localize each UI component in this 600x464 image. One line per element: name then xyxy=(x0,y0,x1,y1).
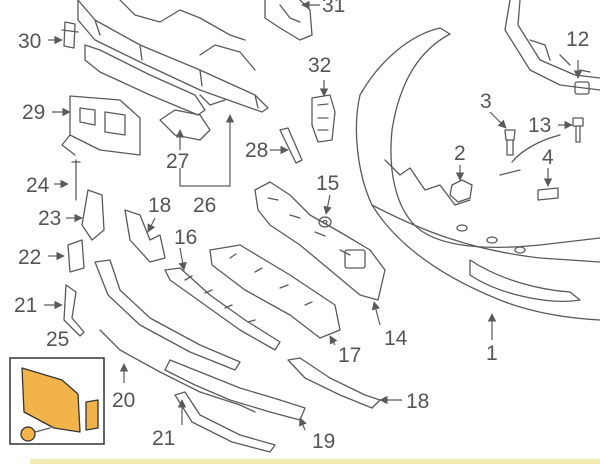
callout-17: 17 xyxy=(338,344,361,367)
plate-part-4 xyxy=(537,187,559,201)
callout-labels: 30 31 32 29 27 28 26 24 23 22 21 18 16 1… xyxy=(14,0,589,453)
callout-25: 25 xyxy=(46,328,69,351)
rod-part-28 xyxy=(279,127,303,164)
leader-lines xyxy=(44,0,583,431)
callout-21-lower: 21 xyxy=(152,427,175,450)
callout-12: 12 xyxy=(566,28,589,51)
callout-27: 27 xyxy=(166,150,189,173)
footer-strip xyxy=(30,459,600,464)
bumper-cover-part xyxy=(355,27,600,321)
spoiler-part-18-lower xyxy=(287,357,381,409)
side-bracket-part xyxy=(61,95,141,156)
cap-part-2 xyxy=(449,179,473,203)
callout-13: 13 xyxy=(528,114,551,137)
callout-30: 30 xyxy=(18,30,41,53)
bolt-part-13 xyxy=(572,117,584,143)
pin-part-24 xyxy=(71,159,81,201)
license-kit-box[interactable] xyxy=(9,357,105,445)
center-grille-part-17 xyxy=(209,244,341,339)
callout-19: 19 xyxy=(312,430,335,453)
callout-15: 15 xyxy=(316,172,339,195)
lower-trim-part-20 xyxy=(94,259,256,413)
strip-part-21-lower xyxy=(174,391,276,453)
callout-20: 20 xyxy=(112,389,135,412)
callout-23: 23 xyxy=(38,207,61,230)
energy-absorber-part-14 xyxy=(254,181,386,301)
screw-part-3 xyxy=(504,129,516,156)
callout-2: 2 xyxy=(454,142,466,165)
callout-24: 24 xyxy=(26,174,50,197)
callout-16: 16 xyxy=(174,226,197,249)
callout-29: 29 xyxy=(22,101,45,124)
callout-3: 3 xyxy=(480,90,492,113)
callout-14: 14 xyxy=(384,327,408,350)
grille-strip-part-16 xyxy=(164,267,281,351)
callout-18-upper: 18 xyxy=(148,194,171,217)
bracket-part-22 xyxy=(67,239,85,273)
callout-31: 31 xyxy=(322,0,345,17)
radiator-support-part xyxy=(504,0,600,95)
bracket-part-32 xyxy=(311,94,336,143)
callout-32: 32 xyxy=(308,54,331,77)
callout-18-lower: 18 xyxy=(406,390,429,413)
callout-28: 28 xyxy=(245,139,268,162)
callout-26: 26 xyxy=(193,194,216,217)
callout-1: 1 xyxy=(486,342,498,365)
callout-4: 4 xyxy=(542,146,554,169)
top-bracket-part xyxy=(264,0,313,41)
bracket-part-23 xyxy=(81,189,105,241)
clip-part-21-upper xyxy=(63,284,85,337)
clip-part-15 xyxy=(318,216,332,228)
callout-21-upper: 21 xyxy=(14,294,37,317)
bracket-part-18-upper xyxy=(124,209,166,263)
clip-part-30 xyxy=(61,21,79,49)
impact-bar-part xyxy=(77,0,269,141)
callout-22: 22 xyxy=(18,246,41,269)
